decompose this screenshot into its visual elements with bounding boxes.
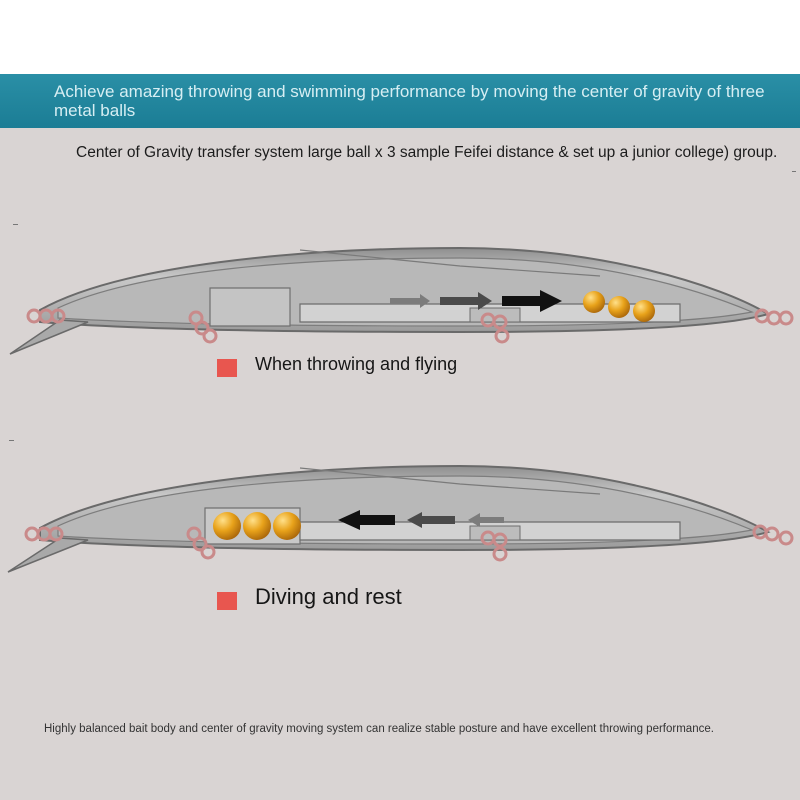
split-ring-icon — [188, 310, 218, 344]
header-banner: Achieve amazing throwing and swimming pe… — [0, 74, 800, 128]
movement-arrows — [338, 510, 504, 530]
banner-title: Achieve amazing throwing and swimming pe… — [54, 82, 765, 120]
arrow-left-icon — [468, 513, 504, 527]
tick-mark — [13, 224, 18, 225]
split-ring-icon — [26, 308, 66, 324]
lure-diagram-diving — [7, 464, 794, 573]
lure-diagram-throwing — [9, 246, 794, 355]
arrow-right-icon — [440, 292, 492, 310]
arrow-right-icon — [502, 290, 562, 312]
arrow-right-icon — [390, 294, 430, 308]
split-ring-icon — [752, 524, 794, 546]
metal-balls — [213, 512, 301, 540]
diving-lip — [7, 537, 89, 573]
top-whitespace — [0, 0, 800, 74]
legend-marker-diving — [217, 592, 237, 610]
split-ring-icon — [186, 526, 216, 560]
metal-ball-icon — [243, 512, 271, 540]
state-label-throwing: When throwing and flying — [255, 354, 458, 374]
arrow-left-icon — [338, 510, 395, 530]
tick-mark — [792, 171, 796, 172]
tick-mark — [9, 440, 14, 441]
split-ring-icon — [24, 526, 64, 542]
metal-ball-icon — [273, 512, 301, 540]
state-label-diving: Diving and rest — [255, 584, 402, 609]
lure-body — [9, 246, 771, 355]
movement-arrows — [390, 290, 562, 312]
legend-marker-throwing — [217, 359, 237, 377]
footer-caption: Highly balanced bait body and center of … — [44, 723, 714, 735]
metal-ball-icon — [608, 296, 630, 318]
split-ring-icon — [480, 530, 508, 562]
metal-ball-icon — [633, 300, 655, 322]
subtitle-text: Center of Gravity transfer system large … — [76, 144, 778, 161]
split-ring-icon — [754, 308, 794, 326]
split-ring-icon — [480, 312, 510, 344]
metal-ball-icon — [583, 291, 605, 313]
metal-balls — [583, 291, 655, 322]
diving-lip — [9, 319, 89, 355]
metal-ball-icon — [213, 512, 241, 540]
arrow-left-icon — [407, 512, 455, 528]
